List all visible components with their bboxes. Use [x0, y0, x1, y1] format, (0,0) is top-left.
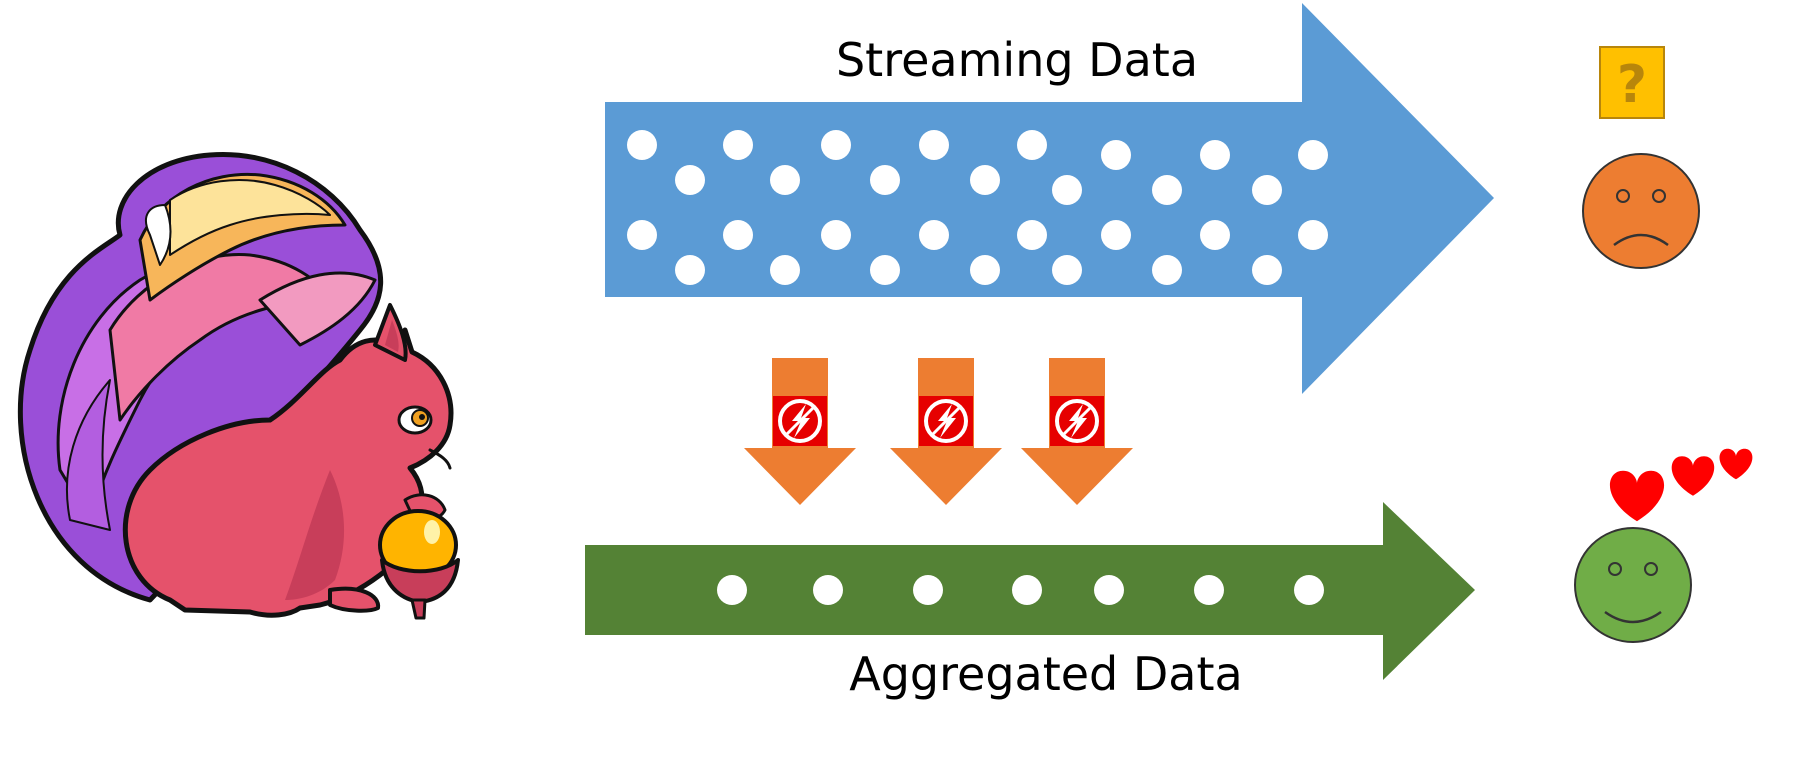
sad-face-mouth: [1613, 233, 1669, 247]
sad-face-eye-left: [1616, 189, 1630, 203]
stream-dot: [723, 130, 753, 160]
stream-dot: [870, 165, 900, 195]
no-lightning-sign-icon: [1050, 396, 1104, 446]
down-arrow: [744, 358, 856, 505]
sad-face-icon: [1582, 153, 1700, 269]
stream-dot: [1200, 220, 1230, 250]
aggregated-dot: [813, 575, 843, 605]
stream-dot: [1101, 220, 1131, 250]
aggregated-dot: [913, 575, 943, 605]
stream-dot: [1052, 255, 1082, 285]
aggregation-down-arrows: [744, 358, 1133, 505]
hearts-group: [1609, 448, 1753, 522]
down-arrow: [890, 358, 1002, 505]
stream-dot: [723, 220, 753, 250]
stream-dot: [821, 130, 851, 160]
stream-dot: [1252, 255, 1282, 285]
squirrel-mascot-icon: [17, 151, 460, 620]
happy-face-icon: [1574, 527, 1692, 643]
stream-dot: [627, 130, 657, 160]
stream-dot: [1017, 130, 1047, 160]
stream-dot: [1152, 255, 1182, 285]
stream-dot: [970, 165, 1000, 195]
question-mark-glyph: ?: [1617, 55, 1647, 115]
happy-face-eye-left: [1608, 562, 1622, 576]
stream-dot: [1298, 220, 1328, 250]
stream-dot: [919, 130, 949, 160]
happy-face-mouth: [1604, 610, 1662, 624]
stream-dot: [821, 220, 851, 250]
heart-icon: [1671, 456, 1715, 496]
no-lightning-sign-icon: [773, 396, 827, 446]
stream-dot: [970, 255, 1000, 285]
stream-dot: [770, 165, 800, 195]
stream-dot: [1252, 175, 1282, 205]
stream-dot: [1200, 140, 1230, 170]
happy-face-eye-right: [1644, 562, 1658, 576]
stream-dot: [770, 255, 800, 285]
heart-icon: [1609, 470, 1665, 522]
aggregated-dot: [1194, 575, 1224, 605]
stream-dot: [1052, 175, 1082, 205]
stream-dot: [1152, 175, 1182, 205]
acorn-icon: [378, 509, 460, 620]
stream-dot: [870, 255, 900, 285]
stream-dot: [1101, 140, 1131, 170]
stream-dot: [1298, 140, 1328, 170]
streaming-data-dots: [627, 130, 1328, 285]
aggregated-data-label: Aggregated Data: [849, 647, 1242, 701]
squirrel-body: [122, 327, 454, 618]
question-mark-icon: ?: [1599, 46, 1665, 119]
aggregated-dot: [1094, 575, 1124, 605]
streaming-data-arrow: [605, 3, 1494, 394]
stream-dot: [919, 220, 949, 250]
no-lightning-sign-icon: [919, 396, 973, 446]
stream-dot: [675, 255, 705, 285]
aggregated-data-dots: [717, 575, 1324, 605]
stream-dot: [627, 220, 657, 250]
down-arrow: [1021, 358, 1133, 505]
sad-face-eye-right: [1652, 189, 1666, 203]
streaming-data-label: Streaming Data: [836, 33, 1198, 87]
aggregated-dot: [1012, 575, 1042, 605]
stream-dot: [675, 165, 705, 195]
heart-icon: [1719, 448, 1753, 480]
aggregated-dot: [1294, 575, 1324, 605]
stream-dot: [1017, 220, 1047, 250]
aggregated-dot: [717, 575, 747, 605]
